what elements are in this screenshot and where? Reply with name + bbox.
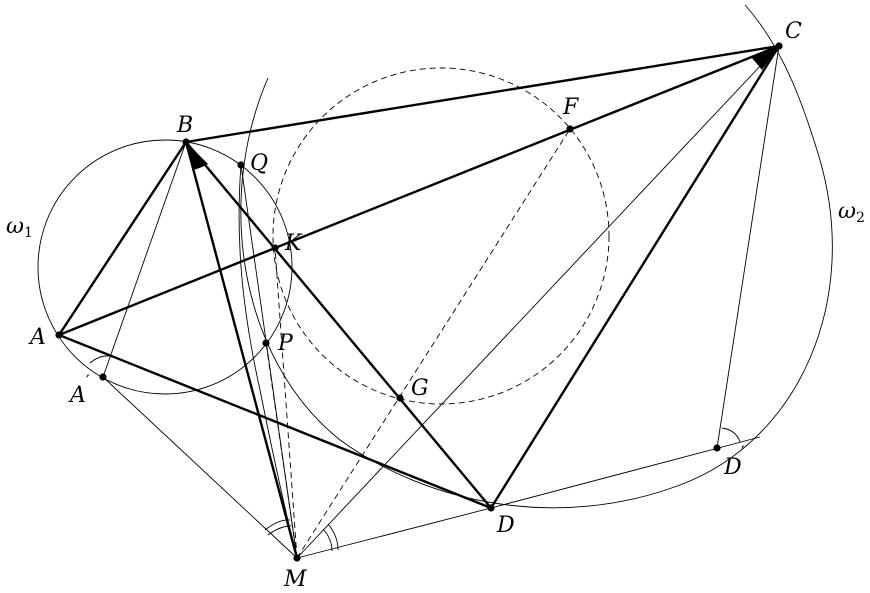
label-a-prime-mark: ′ [86, 371, 90, 390]
label-b: B [176, 113, 193, 138]
segment-k-c [273, 44, 781, 250]
omega1-symbol: ω [6, 214, 24, 239]
segment-b-d [184, 140, 493, 510]
point-b [182, 138, 190, 146]
segment-a-prime-m [102, 376, 298, 559]
point-d-prime [713, 444, 721, 452]
segment-a-prime-b [102, 141, 187, 378]
point-f [566, 125, 574, 133]
angle-mark-c [752, 46, 779, 70]
segment-m-p-dashed [265, 342, 298, 559]
angle-arc-m-right-1 [327, 523, 339, 551]
angle-arc-d-prime [721, 427, 741, 443]
angle-mark-b [186, 142, 208, 170]
point-a-prime [99, 373, 107, 381]
omega1-index: 1 [24, 225, 33, 241]
label-m: M [283, 567, 307, 592]
angle-arc-m-left-2 [267, 525, 292, 536]
segment-m-d [296, 507, 492, 559]
circle-kfg-dashed [272, 67, 610, 405]
segment-m-k-dashed [274, 247, 298, 559]
segment-m-f-dashed [296, 128, 571, 559]
label-d-prime-mark: ′ [741, 442, 745, 461]
point-d [487, 504, 495, 512]
point-a [55, 331, 63, 339]
label-c: C [785, 19, 802, 44]
omega2-symbol: ω [838, 199, 856, 224]
label-k: K [284, 231, 303, 256]
point-c [775, 42, 783, 50]
segment-b-c [184, 44, 781, 144]
point-p [262, 339, 270, 347]
label-a-prime: A [68, 383, 86, 408]
point-k [271, 244, 279, 252]
omega2-index: 2 [856, 210, 865, 226]
segment-b-m-thick [184, 140, 299, 560]
label-omega2: ω2 [838, 199, 865, 226]
arc-omega2 [240, 4, 833, 509]
label-g: G [411, 376, 429, 401]
label-q: Q [250, 151, 268, 176]
label-f: F [562, 95, 579, 120]
segment-q-m [240, 164, 298, 559]
segment-c-d-prime [716, 45, 780, 449]
point-m [293, 554, 301, 562]
segment-a-d [57, 333, 493, 510]
angle-arc-a-prime [89, 355, 117, 364]
segment-m-c [296, 45, 780, 559]
angle-arc-m-right-2 [322, 528, 333, 552]
label-d-prime: D [723, 455, 742, 480]
segment-a-b [57, 140, 188, 337]
label-omega1: ω1 [6, 214, 33, 241]
point-g [396, 394, 404, 402]
label-a: A [28, 325, 46, 350]
angle-arc-m-left-1 [264, 519, 291, 531]
segment-c-d [489, 44, 781, 510]
circle-omega1 [37, 139, 293, 395]
arc-qkpm [238, 164, 298, 559]
segment-a-k [57, 246, 277, 337]
label-p: P [277, 331, 294, 356]
point-q [237, 161, 245, 169]
label-d: D [496, 513, 515, 538]
